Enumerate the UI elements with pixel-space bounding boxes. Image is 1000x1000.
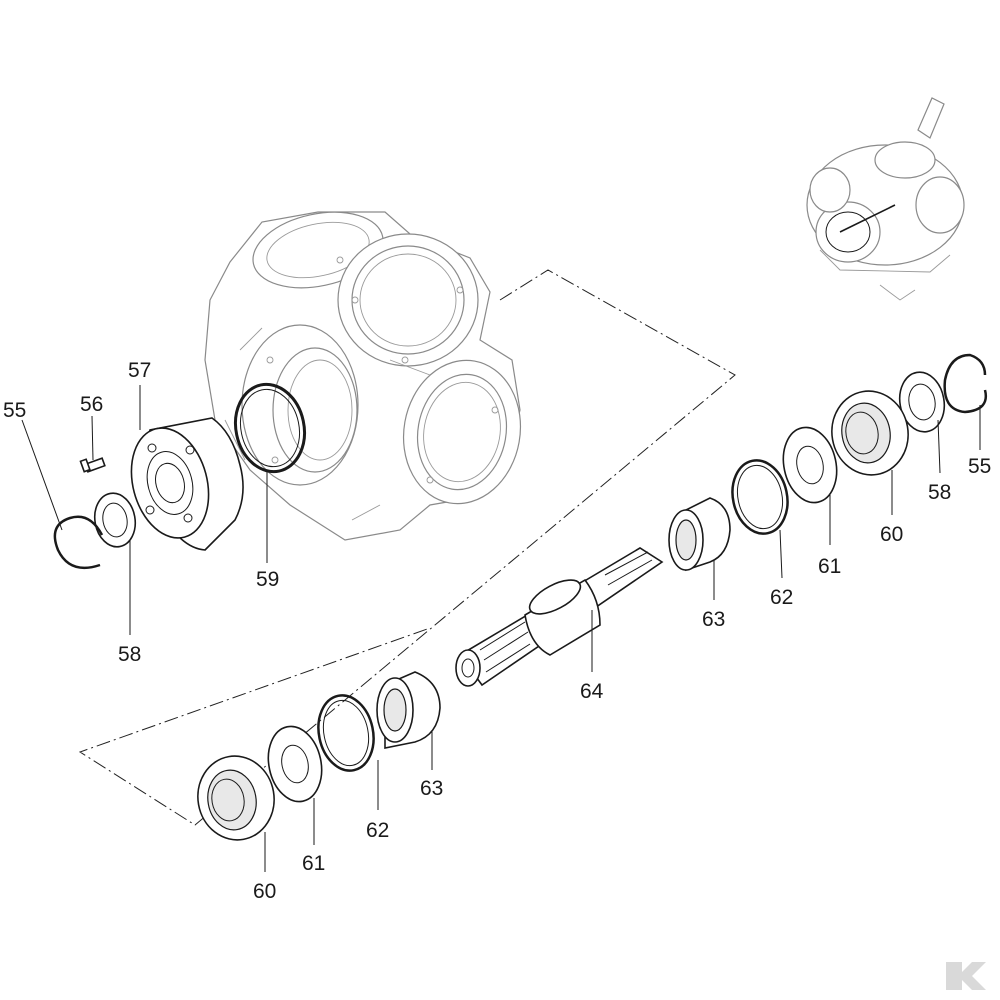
callout-55-right: 55	[968, 455, 992, 478]
callout-63-left: 63	[420, 777, 444, 800]
circlip-55-left	[53, 515, 104, 570]
callout-56: 56	[80, 393, 104, 416]
callout-60-left: 60	[253, 880, 277, 903]
needle-bearing-63-left	[376, 671, 441, 749]
callout-61-right: 61	[818, 555, 842, 578]
pump-housing	[204, 211, 522, 541]
screw-56	[79, 457, 106, 473]
callout-61-left: 61	[302, 852, 326, 875]
ring-62-right	[731, 459, 789, 535]
callout-63-right: 63	[702, 608, 726, 631]
callout-62-right: 62	[770, 586, 794, 609]
flange-cover-57	[130, 417, 244, 551]
callout-64: 64	[580, 680, 604, 703]
washer-58-left	[93, 492, 137, 548]
bearing-60-right	[831, 390, 909, 476]
callout-62-left: 62	[366, 819, 390, 842]
callout-58-left: 58	[118, 643, 142, 666]
callout-58-right: 58	[928, 481, 952, 504]
shim-61-left	[267, 725, 323, 803]
leader-lines	[21, 385, 981, 872]
pump-assembly-thumbnail-icon	[806, 97, 965, 301]
ring-62-left	[317, 694, 375, 772]
needle-bearing-63-right	[668, 497, 731, 572]
shim-61-right	[782, 426, 838, 504]
circlip-55-right	[943, 353, 988, 414]
bearing-60-left	[197, 755, 275, 841]
callout-60-right: 60	[880, 523, 904, 546]
callout-59: 59	[256, 568, 280, 591]
brand-logo-icon	[946, 962, 986, 990]
shaft-64	[455, 547, 664, 687]
callout-55-left: 55	[3, 399, 27, 422]
washer-58-right	[898, 371, 946, 433]
o-ring-59	[234, 382, 306, 474]
callout-57: 57	[128, 359, 152, 382]
